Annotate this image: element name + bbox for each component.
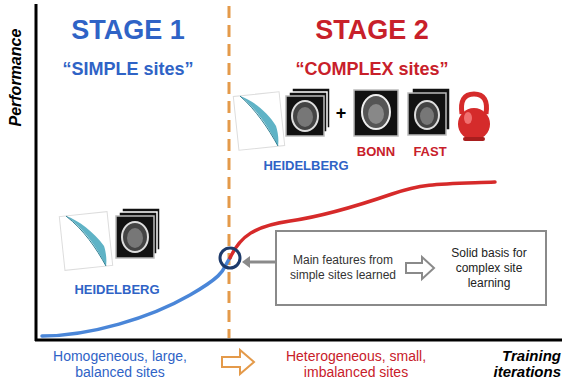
callout-text: Solid basis for complex site learning — [437, 246, 541, 291]
label-text: “SIMPLE sites” — [62, 59, 193, 81]
feather-icon — [233, 92, 284, 151]
callout-box: Main features from simple sites learned S… — [275, 230, 547, 306]
label-text: BONN — [357, 144, 395, 160]
label-text: Homogeneous, large, balanced sites — [40, 348, 200, 380]
label-text: Training iterations — [469, 348, 561, 381]
label-text: + — [336, 103, 347, 125]
ct-scan — [354, 90, 398, 136]
callout-text: Main features from simple sites learned — [285, 253, 401, 283]
ct-stack — [116, 208, 160, 258]
ct-stack — [286, 88, 330, 136]
leader-line — [248, 261, 275, 264]
label-text: “COMPLEX sites” — [295, 59, 448, 81]
stage1-curve — [42, 258, 230, 336]
y-axis — [35, 4, 38, 341]
transition-marker — [220, 248, 240, 268]
label-text: STAGE 2 — [315, 14, 429, 46]
leader-head — [242, 256, 250, 268]
hollow-arrow — [404, 254, 436, 282]
x-axis — [35, 339, 562, 342]
label-text: FAST — [413, 144, 446, 160]
label-text: Performance — [6, 29, 25, 127]
feather-icon — [59, 212, 112, 271]
hollow-arrow — [222, 350, 254, 374]
label-text: STAGE 1 — [71, 14, 185, 46]
ct-stack — [408, 88, 450, 135]
label-text: HEIDELBERG — [263, 158, 348, 174]
label-text: Heterogeneous, small, imbalanced sites — [271, 348, 441, 380]
label-text: HEIDELBERG — [74, 282, 159, 298]
hollow-arrow-shape — [406, 257, 434, 279]
stage-divider — [228, 6, 231, 338]
kettlebell-icon — [458, 94, 490, 141]
